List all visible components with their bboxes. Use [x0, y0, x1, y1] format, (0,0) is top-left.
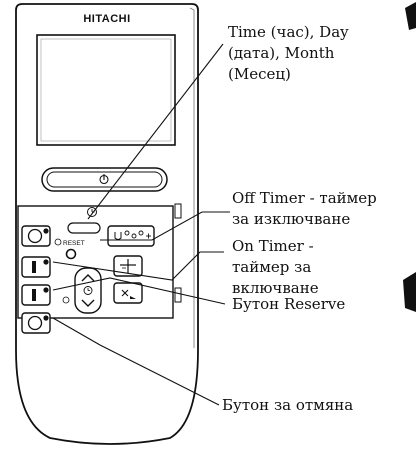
control-panel-frame	[17, 205, 174, 319]
power-icon	[99, 174, 109, 185]
cancel-button[interactable]	[21, 312, 51, 334]
leader-reserve	[52, 277, 226, 305]
page-edge-mark-top	[405, 2, 416, 30]
reset-label: RESET	[63, 240, 85, 247]
lcd-screen	[36, 34, 176, 146]
sleep-button[interactable]	[113, 282, 143, 304]
leader-time	[87, 43, 224, 220]
power-button[interactable]	[41, 167, 168, 192]
page-edge-mark-bottom	[403, 272, 416, 312]
chevron-up-icon	[81, 274, 95, 282]
time-adjust-rocker[interactable]	[74, 267, 102, 314]
callout-on-timer: On Timer - таймер за включване	[232, 237, 319, 297]
rocker-clock-icon	[83, 286, 93, 295]
leader-on-timer	[52, 251, 224, 281]
on-timer-button[interactable]	[21, 256, 51, 278]
panel-edge-tab-top	[174, 203, 182, 219]
louver-button[interactable]	[113, 255, 143, 277]
brand-logo: HITACHI	[83, 13, 130, 25]
callout-reserve: Бутон Reserve	[232, 295, 346, 313]
off-timer-button[interactable]	[21, 225, 51, 247]
leader-cancel	[52, 317, 220, 406]
sleep-icon	[121, 289, 136, 299]
callout-cancel: Бутон за отмяна	[222, 396, 354, 414]
fan-speed-button[interactable]	[107, 225, 155, 247]
callout-off-timer: Off Timer - таймер за изключване	[232, 189, 377, 228]
reserve-clock-icon	[62, 296, 70, 304]
louver-swing-icon	[120, 259, 136, 273]
leader-lines	[52, 43, 230, 406]
panel-edge-tab-bottom	[174, 287, 182, 303]
reserve-button[interactable]	[21, 284, 51, 306]
leader-off-timer	[100, 211, 230, 241]
reset-indicator: RESET	[54, 238, 85, 247]
fan-speed-icon	[114, 230, 151, 240]
reset-button[interactable]	[65, 248, 77, 260]
time-set-button[interactable]	[67, 222, 101, 234]
chevron-down-icon	[81, 299, 95, 307]
callout-time-day-month: Time (час), Day (дата), Month (Месец)	[228, 23, 349, 83]
